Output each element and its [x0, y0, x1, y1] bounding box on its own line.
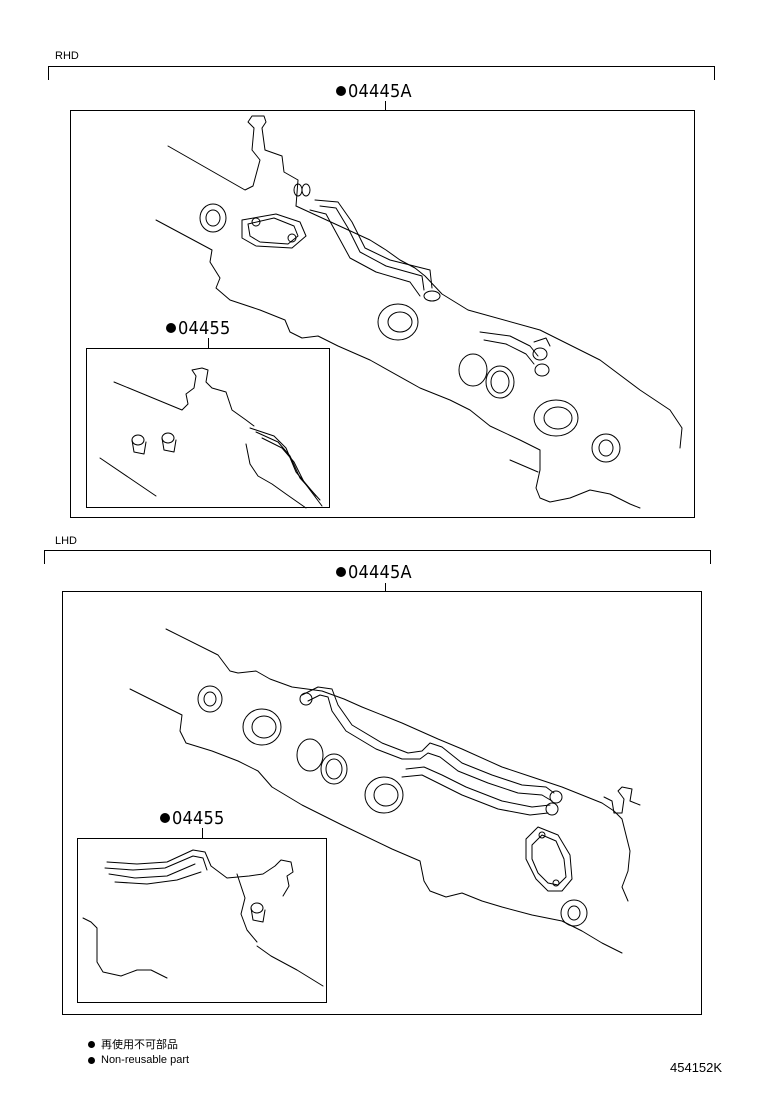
legend-text-en: Non-reusable part — [101, 1054, 190, 1066]
legend-text-ja: 再使用不可部品 — [101, 1039, 178, 1051]
section-label-rhd: RHD — [55, 50, 79, 62]
section-bracket-rhd — [48, 66, 715, 80]
non-reusable-dot-icon — [88, 1040, 95, 1048]
kit-frame-rhd — [70, 110, 695, 518]
legend-item-en: Non-reusable part — [88, 1052, 189, 1068]
kit-leader-line-rhd — [385, 101, 386, 110]
kit-leader-line-lhd — [385, 583, 386, 592]
sub-kit-leader-line-lhd — [202, 828, 203, 839]
kit-label-rhd: 04445A — [336, 81, 412, 102]
legend: 再使用不可部品 Non-reusable part — [88, 1036, 189, 1068]
section-bracket-lhd — [44, 550, 711, 564]
sub-kit-frame-rhd — [86, 348, 330, 508]
non-reusable-dot-icon — [336, 567, 346, 577]
non-reusable-dot-icon — [166, 323, 176, 333]
sub-kit-leader-line-rhd — [208, 338, 209, 349]
non-reusable-dot-icon — [336, 86, 346, 96]
kit-label-lhd: 04445A — [336, 562, 412, 583]
steering-rack-diagram-lhd — [129, 628, 641, 954]
section-label-lhd: LHD — [55, 535, 78, 547]
sub-kit-label-lhd: 04455 — [160, 808, 225, 829]
non-reusable-dot-icon — [160, 813, 170, 823]
kit-frame-lhd — [62, 591, 702, 1015]
sub-kit-label-rhd: 04455 — [166, 318, 231, 339]
sub-kit-diagram-lhd — [82, 849, 324, 987]
non-reusable-dot-icon — [88, 1056, 95, 1064]
legend-item-ja: 再使用不可部品 — [88, 1036, 189, 1052]
illustration-code: 454152K — [670, 1060, 723, 1075]
steering-rack-diagram-rhd — [155, 115, 683, 509]
sub-kit-diagram-rhd — [99, 367, 323, 509]
